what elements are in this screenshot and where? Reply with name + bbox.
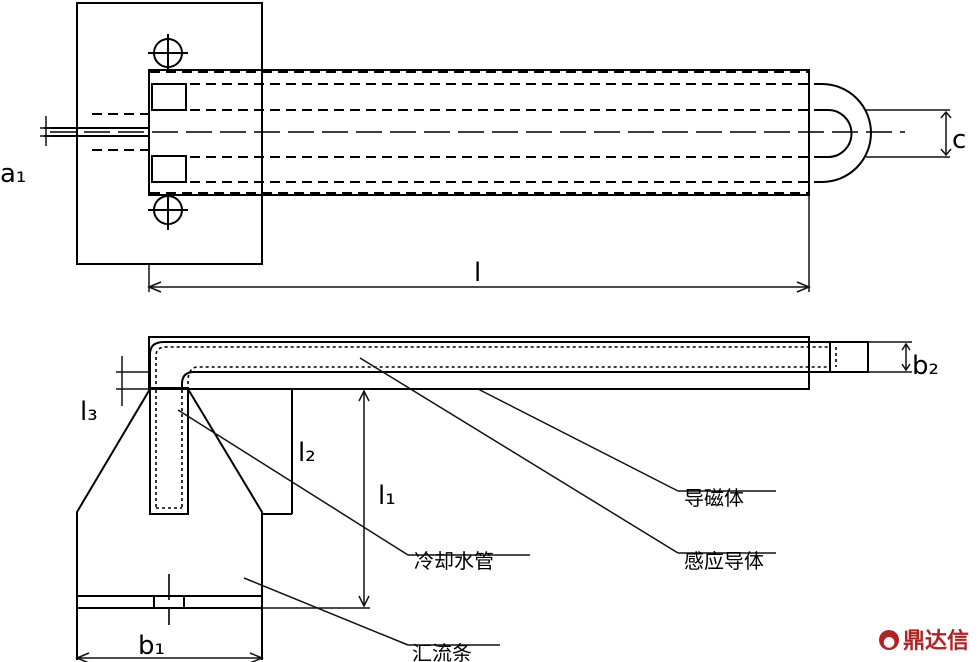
label-bus-bar: 汇流条 [412, 641, 472, 662]
water-port-upper [151, 83, 187, 111]
dimension-b2: b₂ [868, 341, 939, 381]
induction-conductor [149, 341, 869, 390]
label-b2: b₂ [912, 351, 939, 381]
dimension-b1: b₁ [75, 631, 264, 662]
dimension-l: l [147, 196, 811, 293]
dimension-l1: l₁ [262, 388, 396, 609]
dimension-l2: l₂ [292, 388, 316, 468]
top-view: a₁ c l [0, 2, 966, 293]
front-view: b₂ l₃ l₂ [75, 336, 939, 662]
svg-text:●: ● [883, 634, 895, 650]
bus-bar [76, 388, 263, 660]
dimension-l3: l₃ [80, 356, 150, 427]
label-b1: b₁ [138, 631, 165, 661]
bolt-hole-lower [148, 192, 188, 230]
label-a1: a₁ [0, 159, 26, 189]
label-l2: l₂ [298, 438, 316, 468]
u-bend-outer [820, 83, 872, 183]
watermark-text: 鼎达信 [903, 628, 969, 654]
mounting-plate [76, 2, 263, 265]
leader-induction-conductor [359, 357, 679, 554]
dimension-c: c [866, 109, 966, 158]
label-l1: l₁ [378, 481, 396, 511]
u-bend-inner [820, 109, 853, 158]
watermark-logo-icon [879, 630, 899, 650]
watermark: ● 鼎达信 [879, 628, 969, 654]
label-magnetic-conductor: 导磁体 [684, 486, 744, 510]
label-l: l [474, 258, 481, 288]
bolt-hole-upper [148, 34, 188, 72]
label-c: c [952, 125, 966, 155]
label-induction-conductor: 感应导体 [684, 549, 764, 573]
label-l3: l₃ [80, 397, 98, 427]
water-port-lower [151, 155, 187, 183]
cooling-water-pipe [149, 387, 189, 515]
dimension-a1: a₁ [0, 116, 52, 189]
leader-cooling-pipe [177, 409, 409, 556]
magnetic-conductor-front [148, 336, 810, 390]
leader-bus-bar [243, 577, 409, 646]
leader-magnetic-conductor [477, 388, 679, 492]
label-cooling-water-pipe: 冷却水管 [414, 549, 494, 573]
